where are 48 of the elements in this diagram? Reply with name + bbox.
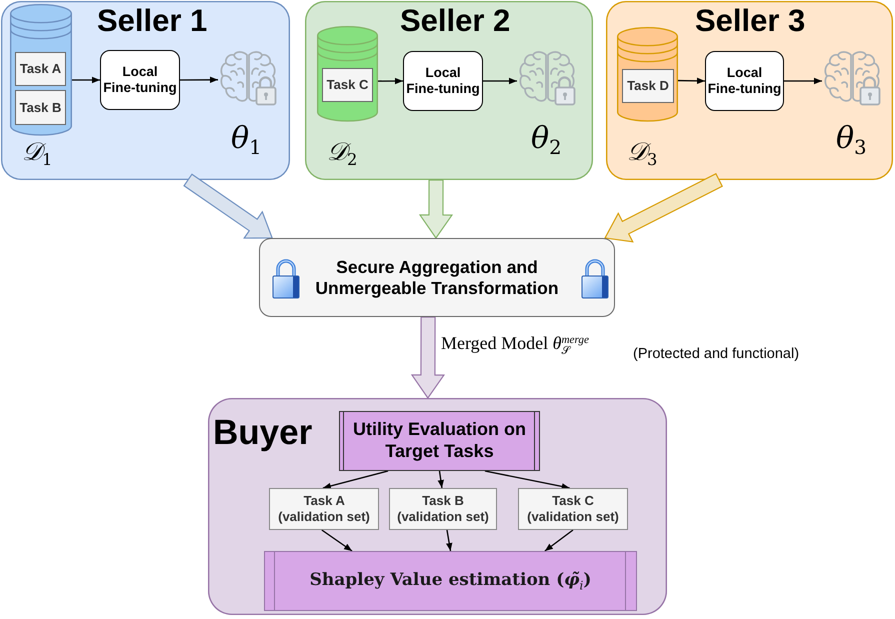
brain-lock-icon	[822, 48, 882, 108]
panel-title: Buyer	[213, 415, 312, 450]
seller-panel	[606, 1, 893, 180]
box-text: Secure Aggregation and Unmergeable Transformation	[314, 256, 560, 298]
task-box: Task B (validation set)	[389, 488, 497, 530]
note-text: (Protected and functional)	[633, 346, 800, 364]
buyer-panel	[208, 398, 667, 615]
panel-title: Seller 2	[400, 5, 510, 36]
process-box	[259, 238, 615, 317]
parameter-symbol: θ$_{1}$	[231, 122, 262, 158]
arrow	[378, 78, 403, 84]
panel-title: Seller 3	[695, 5, 806, 36]
arrow	[322, 470, 388, 490]
task-box: Task A (validation set)	[269, 488, 379, 530]
task-box: Task A	[15, 52, 66, 86]
parameter-symbol: θ$_{3}$	[836, 122, 866, 158]
task-box: Task B	[15, 90, 66, 125]
block-arrow	[418, 179, 454, 239]
process-box: Local Fine-tuning	[705, 51, 784, 111]
process-box: Local Fine-tuning	[403, 51, 483, 111]
process-box: Shapley Value estimation (φ̃$_{i}$)	[264, 551, 637, 611]
arrow	[483, 78, 517, 84]
dataset-symbol: 𝒟$_{3}$	[627, 138, 658, 169]
arrow	[678, 78, 705, 84]
arrow	[446, 530, 452, 552]
brain-lock-icon	[218, 48, 278, 108]
arrow	[544, 529, 574, 552]
dataset-symbol: 𝒟$_{1}$	[22, 138, 52, 169]
process-box: Local Fine-tuning	[100, 50, 180, 110]
block-arrow	[183, 173, 273, 239]
process-box: Utility Evaluation on Target Tasks	[339, 411, 540, 471]
arrow	[72, 76, 100, 84]
seller-panel	[305, 1, 593, 180]
seller-panel	[1, 1, 290, 180]
block-arrow	[410, 316, 445, 399]
arrow	[438, 470, 444, 488]
arrow	[321, 529, 352, 552]
task-box: Task C	[322, 68, 373, 102]
panel-title: Seller 1	[97, 5, 208, 36]
brain-lock-icon	[517, 48, 577, 108]
parameter-symbol: θ$_{2}$	[531, 122, 562, 158]
arrow	[484, 470, 570, 490]
task-box: Task C (validation set)	[518, 488, 628, 530]
arrow	[180, 76, 218, 84]
dataset-symbol: 𝒟$_{2}$	[327, 138, 358, 169]
arrow	[784, 78, 822, 84]
task-box: Task D	[622, 69, 674, 103]
block-arrow	[604, 173, 723, 243]
